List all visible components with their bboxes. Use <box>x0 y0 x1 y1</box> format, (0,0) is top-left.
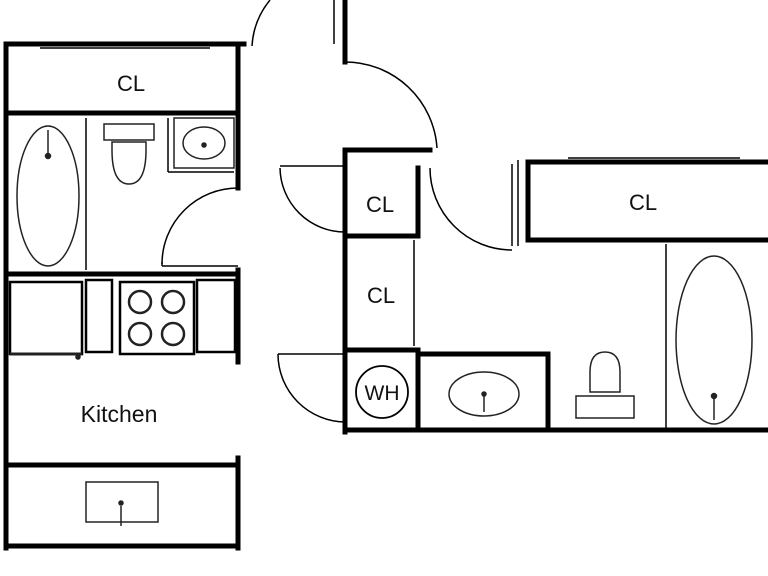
sink-left-drain <box>201 142 207 148</box>
label-water-heater: WH <box>365 382 400 405</box>
kitchen-sink-icon <box>85 481 159 523</box>
door-bath-left-arc <box>161 187 239 265</box>
refrigerator-handle <box>75 354 81 360</box>
door-entry-arc <box>251 0 271 47</box>
door-cl-upper-arc <box>279 167 346 233</box>
bathtub-right-drain <box>710 392 718 400</box>
burner-3 <box>127 321 153 347</box>
thin-walls <box>40 0 740 428</box>
door-right-arc <box>429 167 513 251</box>
toilet-right-bowl-icon <box>589 351 621 393</box>
label-closet-right: CL <box>629 190 657 215</box>
refrigerator-icon <box>8 280 84 356</box>
doors <box>161 0 513 423</box>
kitchen-sink-drain <box>118 500 124 506</box>
sink-left-counter <box>173 117 235 169</box>
burner-4 <box>160 321 186 347</box>
door-top-arc <box>344 61 438 149</box>
counter-block-right <box>195 278 237 354</box>
label-closet-top-left: CL <box>117 71 145 96</box>
water-heater-icon <box>355 365 409 419</box>
walls <box>3 0 768 551</box>
burner-2 <box>160 289 186 315</box>
counter-block-left <box>84 278 114 354</box>
bathtub-right-icon <box>675 255 753 425</box>
door-wh-arc <box>277 353 346 423</box>
bathtub-left-icon <box>16 125 80 267</box>
sink-left-icon <box>182 126 226 160</box>
toilet-left-tank-icon <box>103 123 155 141</box>
label-closet-center-upper: CL <box>366 192 394 217</box>
sink-right-icon <box>448 371 520 417</box>
stove-icon <box>118 280 196 356</box>
label-kitchen: Kitchen <box>81 401 158 427</box>
burner-1 <box>127 289 153 315</box>
toilet-right-tank-icon <box>575 395 635 419</box>
sink-right-drain <box>481 391 487 397</box>
toilet-left-bowl-icon <box>111 141 147 185</box>
label-closet-center-lower: CL <box>367 283 395 308</box>
fixtures <box>8 117 753 526</box>
